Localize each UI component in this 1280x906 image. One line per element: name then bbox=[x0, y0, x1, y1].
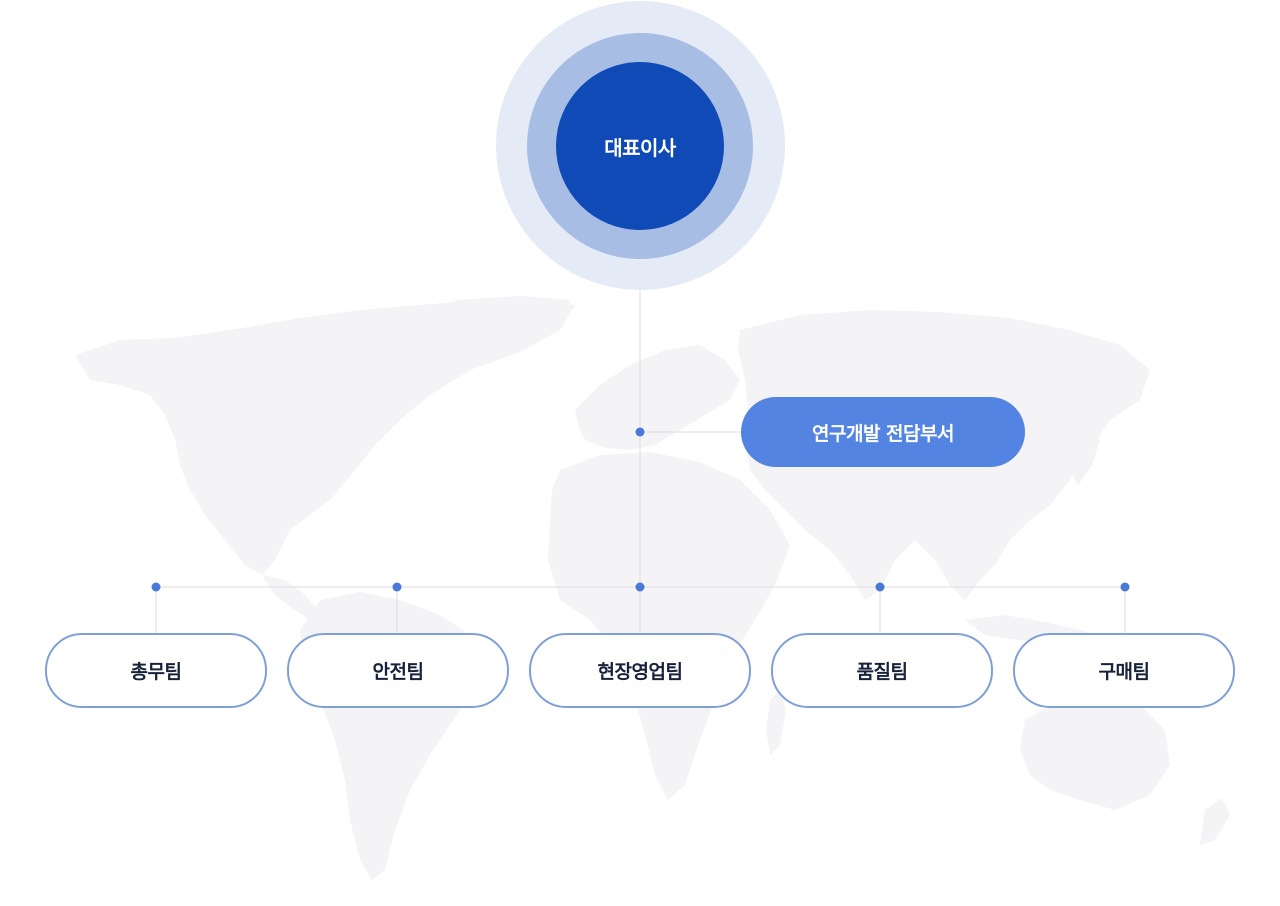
map-madagascar bbox=[766, 690, 786, 755]
team-node-general-affairs: 총무팀 bbox=[45, 633, 267, 708]
map-new-zealand bbox=[1200, 798, 1230, 845]
team-label: 현장영업팀 bbox=[597, 661, 683, 683]
team-junction-dot-4 bbox=[875, 582, 885, 592]
map-greenland bbox=[455, 296, 570, 352]
team-junction-dot-3 bbox=[635, 582, 645, 592]
map-central-america bbox=[262, 575, 320, 620]
rnd-department-node: 연구개발 전담부서 bbox=[741, 397, 1025, 467]
ceo-label: 대표이사 bbox=[604, 135, 676, 160]
team-node-purchasing: 구매팀 bbox=[1013, 633, 1235, 708]
team-label: 안전팀 bbox=[372, 661, 424, 683]
rnd-junction-dot bbox=[635, 427, 645, 437]
team-node-quality: 품질팀 bbox=[771, 633, 993, 708]
team-junction-dot-2 bbox=[392, 582, 402, 592]
map-europe bbox=[575, 345, 740, 450]
map-australia bbox=[1020, 695, 1170, 810]
map-japan bbox=[1070, 425, 1100, 485]
map-north-america bbox=[75, 300, 575, 575]
team-node-field-sales: 현장영업팀 bbox=[529, 633, 751, 708]
team-label: 구매팀 bbox=[1098, 661, 1150, 683]
ceo-node: 대표이사 bbox=[556, 62, 724, 230]
rnd-department-label: 연구개발 전담부서 bbox=[812, 422, 954, 445]
team-junction-dot-1 bbox=[151, 582, 161, 592]
map-africa bbox=[548, 452, 790, 800]
team-node-safety: 안전팀 bbox=[287, 633, 509, 708]
team-junction-dot-5 bbox=[1120, 582, 1130, 592]
team-label: 총무팀 bbox=[130, 661, 182, 683]
team-label: 품질팀 bbox=[856, 661, 908, 683]
